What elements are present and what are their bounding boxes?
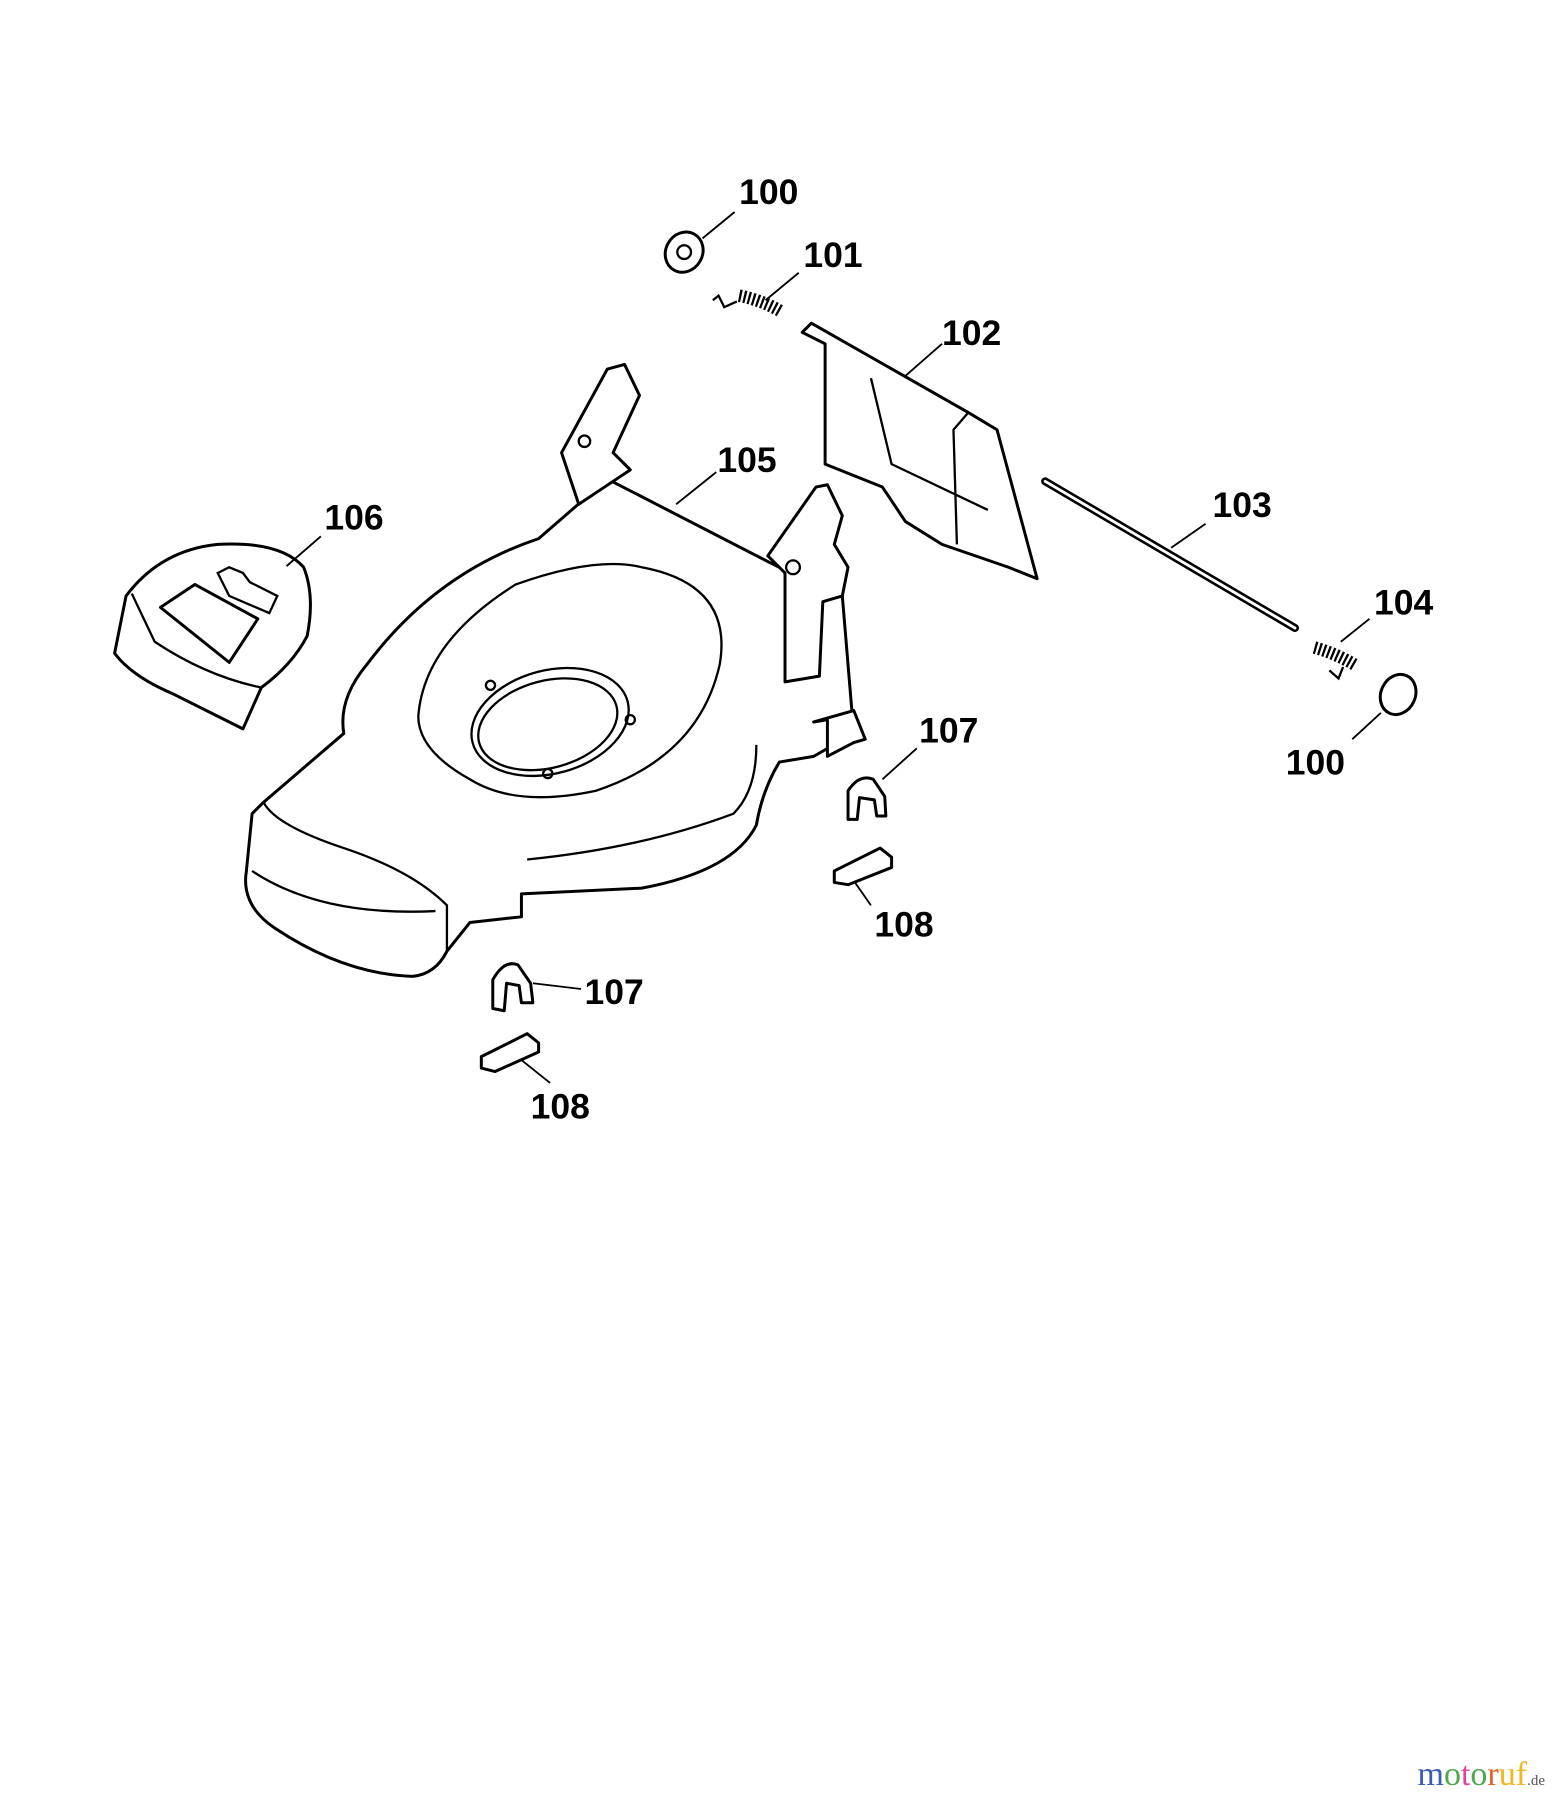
torsion-spring-104 <box>1312 641 1358 681</box>
cap-100-bottom <box>1378 672 1418 717</box>
watermark-suffix: .de <box>1527 1773 1545 1789</box>
clip-107-left <box>491 962 535 1013</box>
watermark-letter: m <box>1417 1756 1444 1793</box>
washer-100-top <box>663 230 705 274</box>
rear-cover-106 <box>113 542 312 731</box>
part-label-104: 104 <box>1374 582 1434 622</box>
watermark-letter: u <box>1498 1756 1516 1793</box>
watermark-letter: o <box>1470 1756 1488 1793</box>
torsion-spring-101 <box>712 289 785 318</box>
part-label-108-left: 108 <box>531 1086 590 1126</box>
part-label-100-top: 100 <box>739 172 798 212</box>
watermark-letter: r <box>1487 1756 1499 1793</box>
discharge-flap-102 <box>800 321 1039 581</box>
clip-107-right <box>846 776 888 821</box>
part-label-106: 106 <box>324 497 383 537</box>
part-label-108-right: 108 <box>874 904 933 944</box>
slider-108-left <box>479 1032 541 1073</box>
watermark-letter: t <box>1460 1756 1471 1793</box>
part-label-102: 102 <box>942 313 1001 353</box>
watermark-letter: o <box>1443 1756 1461 1793</box>
mower-deck-105 <box>244 362 867 978</box>
part-label-107-left: 107 <box>584 972 643 1012</box>
part-label-101: 101 <box>803 235 862 275</box>
part-label-105: 105 <box>717 440 776 480</box>
part-label-103: 103 <box>1212 485 1271 525</box>
part-label-107-right: 107 <box>919 711 978 751</box>
part-label-100-bottom: 100 <box>1286 743 1345 783</box>
slider-108-right <box>832 846 894 887</box>
motoruf-watermark: motoruf.de <box>1418 1756 1545 1794</box>
leader-lines <box>285 211 1382 1084</box>
watermark-letter: f <box>1515 1756 1528 1793</box>
